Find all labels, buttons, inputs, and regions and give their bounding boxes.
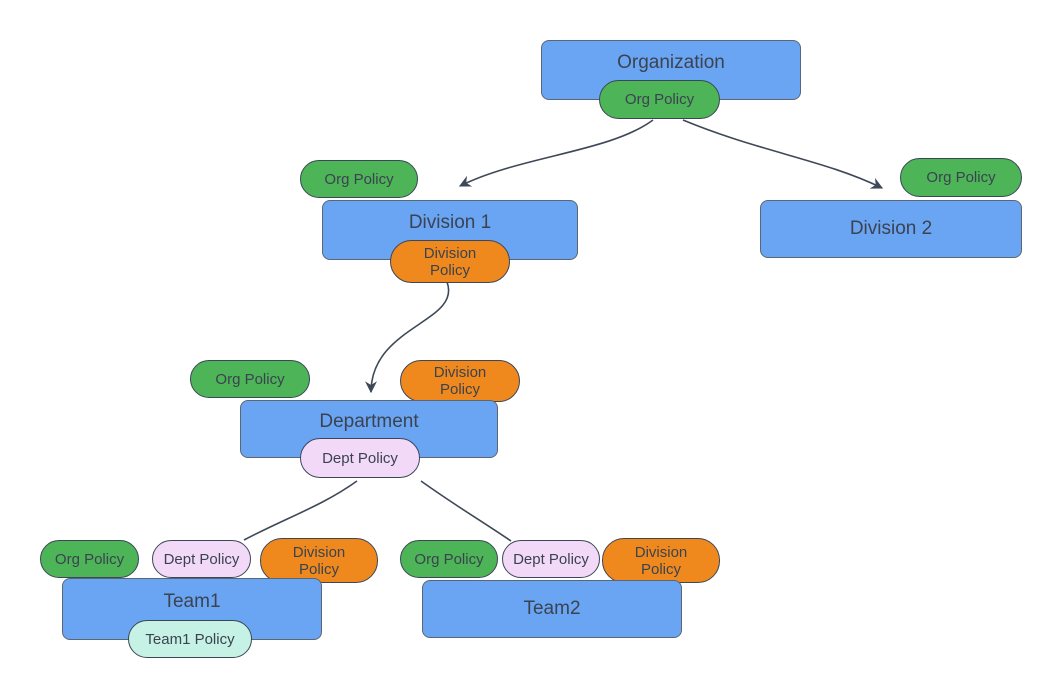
badge-org-policy-team2: Org Policy [400, 540, 498, 578]
badge-label: Dept Policy [513, 550, 589, 568]
badge-division-policy-team2: Division Policy [602, 538, 720, 583]
badge-label: Dept Policy [163, 550, 240, 568]
badge-dept-policy-team2: Dept Policy [502, 540, 600, 578]
badge-label: Team1 Policy [145, 630, 235, 648]
badge-org-policy-division1: Org Policy [300, 160, 418, 198]
badge-label: Org Policy [414, 550, 484, 568]
node-label: Division 1 [408, 212, 492, 233]
badge-division-policy-team1: Division Policy [260, 538, 378, 583]
badge-label: Org Policy [324, 170, 394, 188]
node-label: Organization [617, 52, 725, 73]
badge-label: Division Policy [433, 364, 487, 398]
badge-label: Division Policy [292, 543, 346, 578]
badge-org-policy-department: Org Policy [190, 360, 310, 398]
edge-organization-to-division2 [682, 119, 884, 189]
edge-department-to-team2 [420, 480, 512, 542]
node-label: Team2 [523, 598, 581, 619]
node-label: Division 2 [849, 218, 933, 239]
node-label: Team1 [163, 591, 221, 612]
edge-department-to-team1 [243, 480, 358, 541]
badge-label: Org Policy [54, 550, 125, 568]
badge-label: Org Policy [215, 370, 285, 388]
badge-dept-policy-team1: Dept Policy [152, 540, 251, 578]
edge-division1-to-department [365, 281, 450, 394]
badge-label: Org Policy [926, 169, 996, 186]
badge-label: Division Policy [423, 244, 477, 279]
edge-organization-to-division1 [458, 119, 654, 187]
node-division-2: Division 2 [760, 200, 1022, 258]
badge-team1-policy-team1: Team1 Policy [128, 620, 252, 658]
badge-label: Dept Policy [322, 449, 398, 467]
badge-division-policy-department: Division Policy [400, 360, 520, 402]
badge-org-policy-team1: Org Policy [40, 540, 139, 578]
badge-org-policy-division2: Org Policy [900, 158, 1022, 197]
badge-division-policy-division1: Division Policy [390, 240, 510, 283]
node-team2: Team2 [422, 580, 682, 638]
badge-label: Org Policy [624, 91, 695, 108]
badge-dept-policy-department: Dept Policy [300, 438, 420, 478]
node-label: Department [319, 411, 419, 432]
badge-org-policy-organization: Org Policy [599, 80, 720, 119]
badge-label: Division Policy [634, 543, 688, 578]
